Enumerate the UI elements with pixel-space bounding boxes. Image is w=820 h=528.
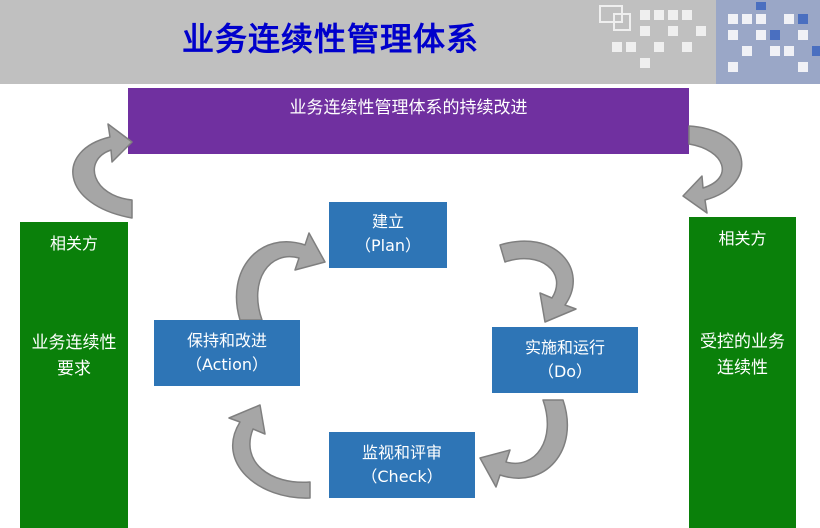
check-label: 监视和评审 [361,443,442,462]
do-label: 实施和运行 [524,338,605,357]
action-box: 保持和改进 （Action） [154,320,300,386]
curved-arrow-left-icon [72,123,133,219]
action-sublabel: （Action） [185,355,269,374]
check-box: 监视和评审 （Check） [329,432,475,498]
plan-label: 建立 [371,212,404,231]
page-title: 业务连续性管理体系 [182,20,480,58]
left-column-heading: 相关方 [49,234,98,253]
decorative-squares-pattern [599,0,820,84]
curved-arrow-check-to-action-icon [228,404,311,499]
action-label: 保持和改进 [186,331,267,350]
curved-arrow-action-to-plan-icon [235,232,326,321]
right-column-body: 受控的业务连续性 [700,332,785,378]
curved-arrow-right-icon [682,125,743,214]
curved-arrow-plan-to-do-icon [499,240,577,323]
interested-parties-requirements-column: 相关方 业务连续性要求 [20,222,128,528]
plan-box: 建立 （Plan） [329,202,447,268]
plan-sublabel: （Plan） [354,236,422,255]
do-sublabel: （Do） [537,362,593,381]
left-column-body: 业务连续性要求 [31,333,117,379]
right-column-heading: 相关方 [718,229,767,248]
header-bar: 业务连续性管理体系 [0,0,820,84]
check-sublabel: （Check） [361,467,443,486]
continuous-improvement-banner: 业务连续性管理体系的持续改进 [128,88,689,154]
interested-parties-managed-column: 相关方 受控的业务连续性 [689,217,796,528]
do-box: 实施和运行 （Do） [492,327,638,393]
curved-arrow-do-to-check-icon [479,399,569,488]
